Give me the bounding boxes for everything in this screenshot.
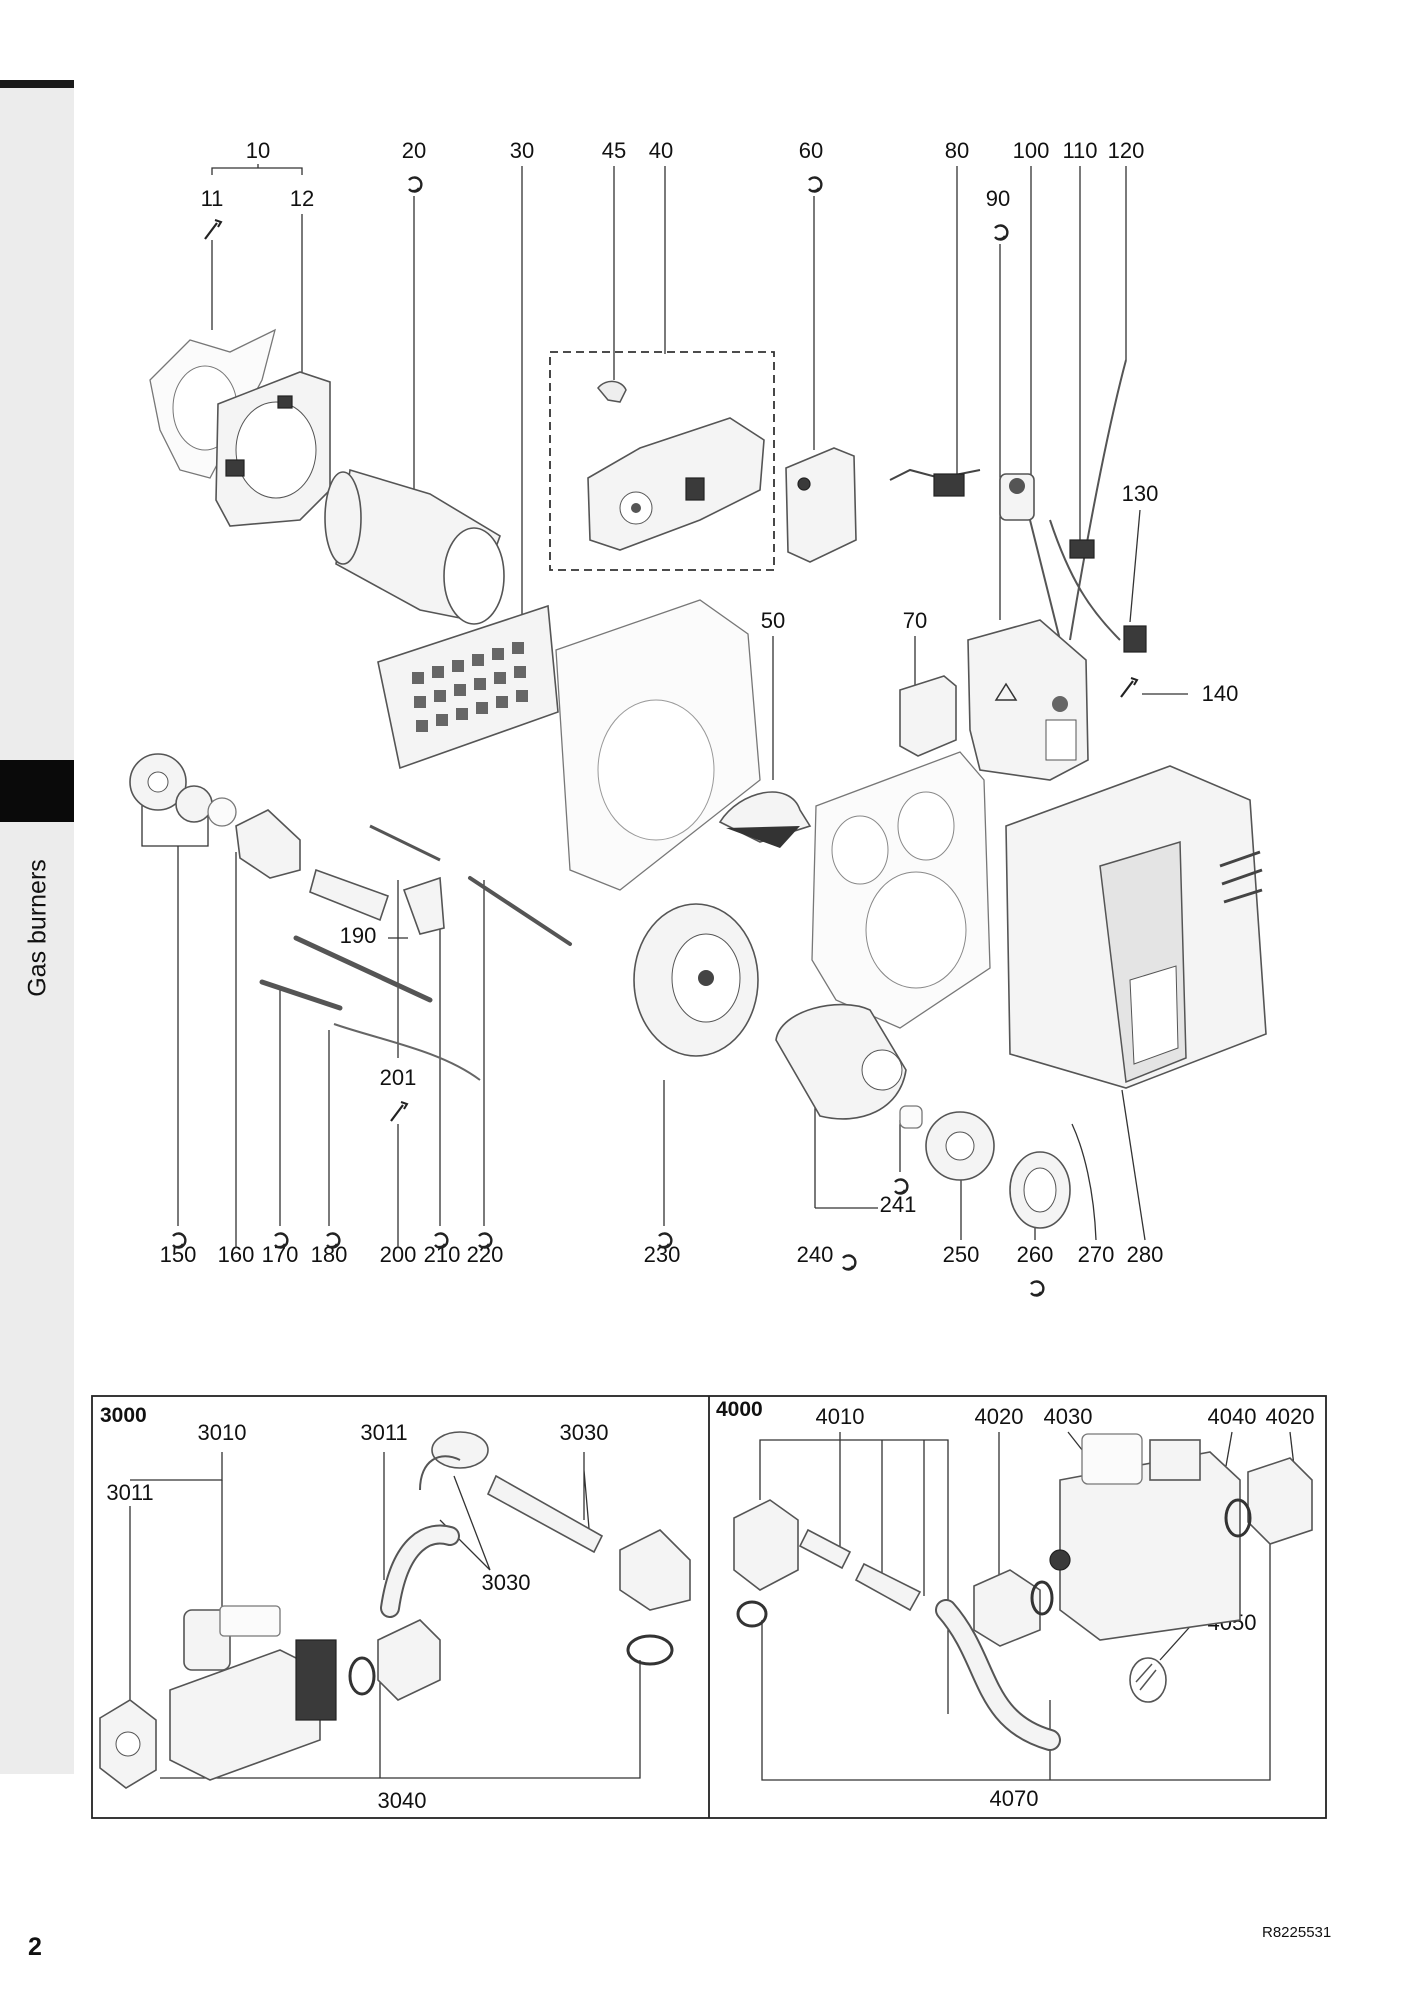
wear-part-icon xyxy=(1029,1280,1045,1297)
label-110: 110 xyxy=(1062,138,1097,163)
wear-part-icon xyxy=(807,176,823,193)
label-30: 30 xyxy=(510,138,534,163)
label-100: 100 xyxy=(1013,138,1050,163)
label-3030-mid: 3030 xyxy=(482,1570,531,1595)
label-20: 20 xyxy=(402,138,426,163)
label-50: 50 xyxy=(761,608,785,633)
label-3011-top: 3011 xyxy=(360,1420,407,1445)
part-burner-housing xyxy=(555,599,761,891)
leader-lines xyxy=(211,164,1188,939)
label-120: 120 xyxy=(1108,138,1145,163)
label-60: 60 xyxy=(799,138,823,163)
part-housing-plate xyxy=(811,751,991,1029)
part-100-110-120-cables xyxy=(1029,359,1127,641)
part-280-hood-cover xyxy=(1005,765,1267,1089)
part-4050-filter-disc xyxy=(1129,1657,1167,1703)
document-code: R8225531 xyxy=(1262,1924,1332,1941)
kit-3000-gas-valve xyxy=(169,1605,337,1781)
sidebar-background xyxy=(0,80,74,1774)
kit-3000-title: 3000 xyxy=(100,1404,147,1427)
part-230-fan-wheel xyxy=(633,903,759,1057)
label-4010: 4010 xyxy=(816,1404,865,1429)
label-90: 90 xyxy=(986,186,1010,211)
part-80-ignition-cable xyxy=(889,468,981,497)
label-170: 170 xyxy=(262,1242,299,1267)
label-260: 260 xyxy=(1017,1242,1054,1267)
sidebar-top-rule xyxy=(0,80,74,88)
wrench-icon xyxy=(203,218,223,241)
label-70: 70 xyxy=(903,608,927,633)
kit-4000-nipples xyxy=(798,1528,922,1612)
kit-3000-straight-pipe xyxy=(486,1474,604,1554)
label-241: 241 xyxy=(880,1192,917,1217)
kit-4000-inlet-flange xyxy=(733,1499,799,1628)
section-tab-marker xyxy=(0,760,74,822)
kit-3000-outlet-elbow xyxy=(619,1529,691,1666)
kit-4000-adapter xyxy=(973,1569,1054,1647)
label-201: 201 xyxy=(380,1065,417,1090)
label-10: 10 xyxy=(246,138,270,163)
label-4020-left: 4020 xyxy=(975,1404,1024,1429)
part-60-relay-module xyxy=(785,447,857,563)
kit-3000-leader-lines xyxy=(129,1452,641,1779)
part-45-cam-clip xyxy=(597,380,627,403)
label-12: 12 xyxy=(290,186,314,211)
kit-3000-adapter-plate xyxy=(348,1619,441,1701)
part-160-mixing-head xyxy=(235,809,301,879)
part-150-nozzle-disc xyxy=(129,753,237,827)
label-150: 150 xyxy=(160,1242,197,1267)
wear-part-icon xyxy=(407,176,423,193)
label-4070: 4070 xyxy=(990,1786,1039,1811)
part-190-ignition-tube xyxy=(309,868,390,922)
label-4040: 4040 xyxy=(1208,1404,1257,1429)
kit-4000-title: 4000 xyxy=(716,1398,763,1421)
part-20-flame-tube xyxy=(324,468,505,625)
page-number: 2 xyxy=(28,1933,42,1961)
kit-3000-elbow-pipe xyxy=(380,1431,489,1618)
part-170-180-electrodes xyxy=(259,935,481,1081)
part-240-motor xyxy=(775,1003,923,1129)
label-4030: 4030 xyxy=(1044,1404,1093,1429)
label-280: 280 xyxy=(1127,1242,1164,1267)
part-200-210-220-rods xyxy=(369,824,572,946)
label-3010: 3010 xyxy=(198,1420,247,1445)
part-40-dashed-group xyxy=(549,351,775,571)
leader-lines-bottom xyxy=(141,800,1146,1248)
label-250: 250 xyxy=(943,1242,980,1267)
wear-part-icon xyxy=(841,1254,857,1271)
label-140: 140 xyxy=(1202,681,1239,706)
part-40-air-damper-actuator xyxy=(587,417,765,551)
part-250-motor-flange xyxy=(925,1111,995,1181)
wrench-icon xyxy=(1119,676,1139,699)
part-130-connector xyxy=(1123,625,1147,653)
label-11: 11 xyxy=(201,186,224,211)
label-80: 80 xyxy=(945,138,969,163)
label-130: 130 xyxy=(1122,481,1159,506)
kit-4000-outlet-flange xyxy=(1224,1457,1313,1545)
kit-3000-flange xyxy=(99,1699,157,1789)
wear-part-icon xyxy=(993,224,1009,241)
label-40: 40 xyxy=(649,138,673,163)
part-50-air-damper xyxy=(718,791,812,848)
part-control-box xyxy=(967,619,1089,781)
label-4020-right: 4020 xyxy=(1266,1404,1315,1429)
part-90-solenoid-coil xyxy=(999,473,1035,521)
label-190: 190 xyxy=(340,923,377,948)
part-12-flange xyxy=(215,371,331,527)
label-45: 45 xyxy=(602,138,626,163)
label-240: 240 xyxy=(797,1242,834,1267)
label-3030-top: 3030 xyxy=(560,1420,609,1445)
label-3011-left: 3011 xyxy=(106,1480,153,1505)
part-70-plug-module xyxy=(899,675,957,757)
kit-4000-pipe-bend xyxy=(935,1599,1061,1751)
kit-4000-multibloc-valve xyxy=(1049,1433,1241,1641)
part-260-pressure-switch xyxy=(1009,1151,1071,1229)
label-3040: 3040 xyxy=(378,1788,427,1813)
label-230: 230 xyxy=(644,1242,681,1267)
part-30-air-intake xyxy=(377,604,559,770)
label-270: 270 xyxy=(1078,1242,1115,1267)
wrench-icon xyxy=(389,1100,409,1123)
